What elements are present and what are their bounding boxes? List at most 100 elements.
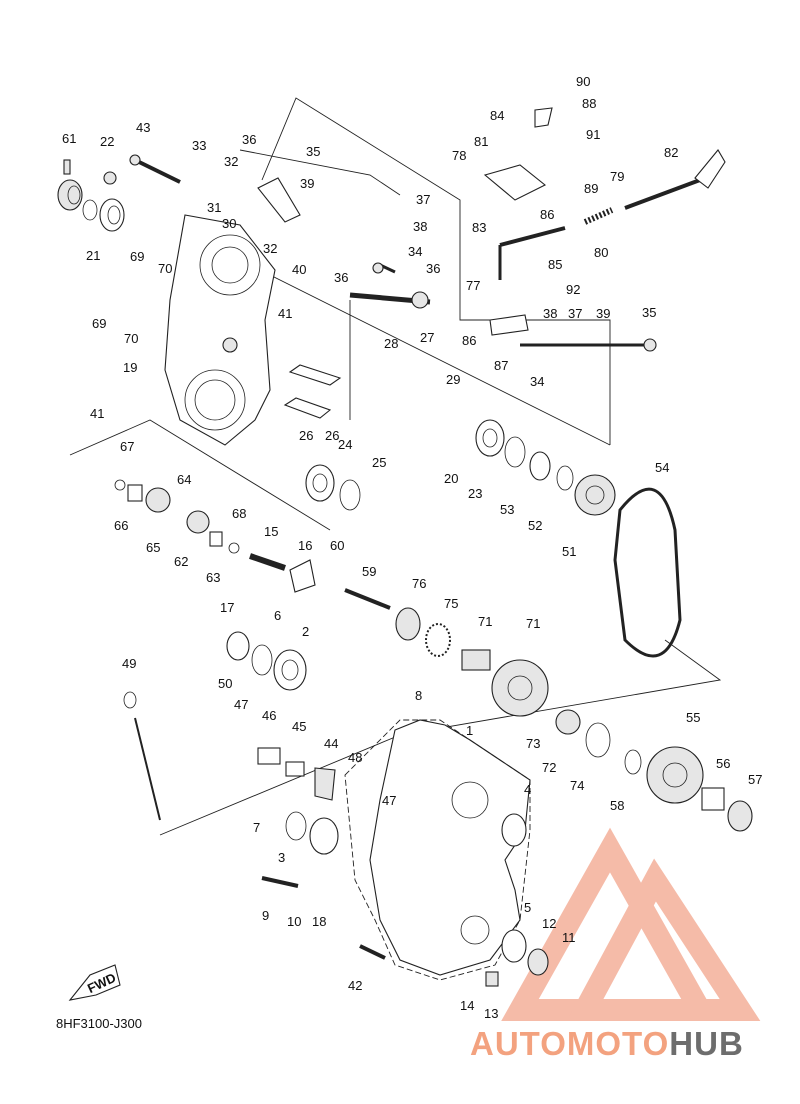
callout: 45: [292, 719, 306, 734]
sensor-44: [314, 767, 336, 801]
seal-62: [57, 179, 83, 211]
callout: 36: [426, 261, 440, 276]
callout: 86: [462, 333, 476, 348]
washer-69a: [114, 479, 126, 491]
bolt-63: [63, 159, 71, 175]
callout: 40: [292, 262, 306, 277]
link-88: [489, 314, 529, 336]
callout: 70: [158, 261, 172, 276]
bolt-59: [344, 588, 391, 610]
bearing-3: [309, 817, 339, 855]
bearing-24: [305, 464, 335, 502]
callout: 92: [566, 282, 580, 297]
callout: 6: [274, 608, 281, 623]
callout: 75: [444, 596, 458, 611]
chain-54: [613, 487, 682, 658]
group-line-lower: [159, 639, 722, 836]
callout: 33: [192, 138, 206, 153]
circlip-7: [285, 811, 307, 841]
callout: 11: [562, 930, 576, 945]
arms-26: [283, 364, 342, 419]
callout: 48: [348, 750, 362, 765]
circlip-25: [339, 479, 361, 511]
callout: 26: [325, 428, 339, 443]
callout: 51: [562, 544, 576, 559]
callout: 66: [114, 518, 128, 533]
shift-shaft-27: [349, 291, 431, 309]
callout: 67: [120, 439, 134, 454]
callout: 34: [408, 244, 422, 259]
spring-77: [425, 623, 451, 657]
spring-82: [583, 207, 614, 225]
callout: 57: [748, 772, 762, 787]
callout: 73: [526, 736, 540, 751]
callout: 42: [348, 978, 362, 993]
callout: 87: [494, 358, 508, 373]
callout: 10: [287, 914, 301, 929]
callout: 47: [234, 697, 248, 712]
callout: 58: [610, 798, 624, 813]
bearing-2: [273, 649, 307, 691]
callout: 64: [177, 472, 191, 487]
callout: 13: [484, 1006, 498, 1021]
sprocket-51: [574, 474, 616, 516]
callout: 37: [568, 306, 582, 321]
washer-69b: [228, 542, 240, 554]
watermark-part-a: AUTOMOTO: [470, 1025, 670, 1062]
callout: 60: [330, 538, 344, 553]
callout: 61: [62, 131, 76, 146]
fwd-arrow-icon: [68, 964, 121, 1001]
callout: 15: [264, 524, 278, 539]
callout: 43: [136, 120, 150, 135]
diagram-code: 8HF3100-J300: [56, 1016, 142, 1031]
callout: 9: [262, 908, 269, 923]
bolt-42: [359, 944, 386, 960]
callout: 27: [420, 330, 434, 345]
gear-64: [186, 510, 210, 534]
washer-52: [556, 465, 574, 491]
callout: 32: [224, 154, 238, 169]
shaft-15: [249, 553, 286, 571]
callout: 38: [413, 219, 427, 234]
callout: 50: [218, 676, 232, 691]
callout: 7: [253, 820, 260, 835]
callout: 68: [232, 506, 246, 521]
watermark-part-b: HUB: [669, 1025, 744, 1062]
sleeve-72: [461, 649, 491, 671]
bolt-9: [261, 876, 299, 888]
bolt-13: [485, 971, 499, 987]
callout: 49: [122, 656, 136, 671]
callout: 46: [262, 708, 276, 723]
callout: 5: [524, 900, 531, 915]
collar-68: [127, 484, 143, 502]
callout: 38: [543, 306, 557, 321]
callout: 35: [306, 144, 320, 159]
callout: 39: [300, 176, 314, 191]
collar-53: [529, 451, 551, 481]
callouts: 1 2 3 4 5 6 7 8 9 10 11 12 13 14 15 16 1…: [62, 74, 762, 1021]
watermark-logo: [501, 827, 761, 1021]
seal-5: [501, 929, 527, 963]
rod-34b: [520, 338, 657, 352]
dipstick-49: [123, 691, 161, 821]
group-line-shift: [239, 149, 401, 196]
bearing-21: [99, 198, 125, 232]
callout: 76: [412, 576, 426, 591]
collar-45: [285, 761, 305, 777]
callout: 16: [298, 538, 312, 553]
callout: 22: [100, 134, 114, 149]
nut-74: [555, 709, 581, 735]
callout: 21: [86, 248, 100, 263]
callout: 89: [584, 181, 598, 196]
washer-58: [624, 749, 642, 775]
callout: 44: [324, 736, 338, 751]
watermark-text: AUTOMOTOHUB: [470, 1025, 744, 1063]
callout: 4: [524, 782, 531, 797]
callout: 19: [123, 360, 137, 375]
collar-65: [209, 531, 223, 547]
plate-90: [534, 107, 553, 128]
group-line-upper: [261, 97, 611, 445]
callout: 79: [610, 169, 624, 184]
callout: 12: [542, 916, 556, 931]
callout: 29: [446, 372, 460, 387]
